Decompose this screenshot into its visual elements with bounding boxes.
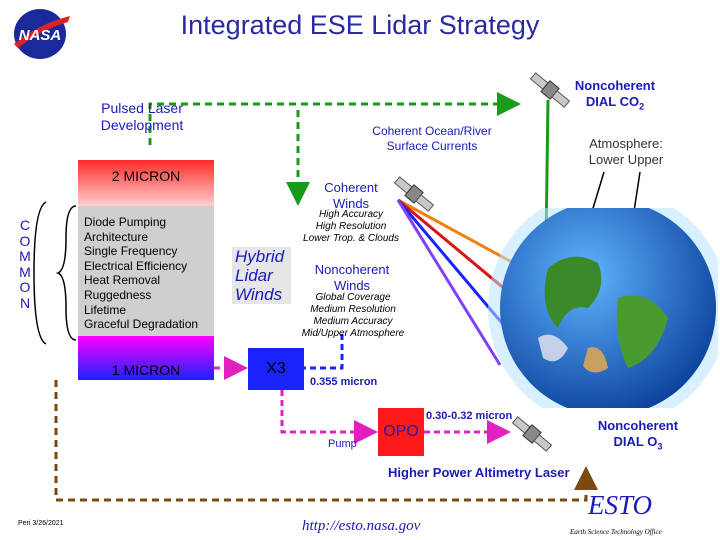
- footer-date: Peri 3/26/2021: [18, 520, 64, 527]
- satellite-o3-icon: [511, 416, 553, 452]
- satellite-co2-icon: [529, 72, 571, 108]
- esto-url-link[interactable]: http://esto.nasa.gov: [302, 518, 421, 534]
- common-vertical-label: C O M M O N: [19, 217, 31, 311]
- opo-box: OPO: [378, 408, 424, 456]
- two-micron-box: [78, 160, 214, 206]
- feature-item: Single Frequency: [84, 244, 178, 259]
- hybrid-lidar-winds: Hybrid Lidar Winds: [232, 247, 291, 304]
- coherent-winds-label: Coherent Winds: [324, 180, 378, 211]
- arrow-blue-x3: [300, 332, 344, 370]
- features-box: [78, 206, 214, 336]
- coherent-desc: High Accuracy High Resolution Lower Trop…: [303, 209, 399, 244]
- slide-title: Integrated ESE Lidar Strategy: [180, 10, 540, 40]
- esto-subtitle: Earth Science Technology Office: [570, 528, 662, 536]
- feature-item: Ruggedness: [84, 287, 152, 302]
- feature-item: Graceful Degradation: [84, 317, 199, 332]
- esto-logo: ESTO: [588, 490, 653, 520]
- coherent-ocean-label: Coherent Ocean/River Surface Currents: [372, 124, 492, 153]
- features-list: Diode Pumping Architecture Single Freque…: [84, 215, 198, 332]
- earth-globe: [488, 208, 718, 408]
- arrow-brown-altimetry: [54, 380, 598, 502]
- altimetry-label: Higher Power Altimetry Laser: [388, 465, 570, 480]
- noncoherent-desc: Global Coverage Medium Resolution Medium…: [301, 292, 405, 339]
- nasa-logo-text: NASA: [19, 27, 62, 44]
- feature-item: Electrical Efficiency: [84, 258, 188, 273]
- feature-item: Diode Pumping: [84, 215, 167, 229]
- feature-item: Heat Removal: [84, 273, 161, 288]
- beam-violet: [396, 199, 502, 366]
- x3-box: X3: [248, 348, 304, 390]
- micron-355-label: 0.355 micron: [310, 376, 378, 388]
- pulsed-laser-label: Pulsed Laser Development: [100, 100, 184, 133]
- dial-co2-label: Noncoherent DIAL CO2: [574, 78, 656, 112]
- pump-label: Pump: [328, 438, 357, 450]
- atmosphere-label: Atmosphere: Lower Upper: [588, 136, 664, 167]
- dial-o3-label: Noncoherent DIAL O3: [597, 418, 679, 452]
- two-micron-label: 2 MICRON: [111, 168, 181, 184]
- feature-item: Lifetime: [84, 302, 127, 317]
- satellite-winds-icon: [393, 176, 435, 212]
- feature-item: Architecture: [84, 229, 149, 244]
- arrow-magenta-pump: [280, 390, 378, 444]
- micron-030-label: 0.30-0.32 micron: [426, 410, 513, 422]
- one-micron-label: 1 MICRON: [111, 362, 181, 378]
- common-braces: [33, 201, 77, 345]
- one-micron-box: [78, 336, 214, 380]
- arrow-green-co2: [148, 92, 521, 145]
- noncoherent-winds-label: Noncoherent Winds: [314, 262, 390, 293]
- nasa-logo: NASA: [14, 9, 70, 59]
